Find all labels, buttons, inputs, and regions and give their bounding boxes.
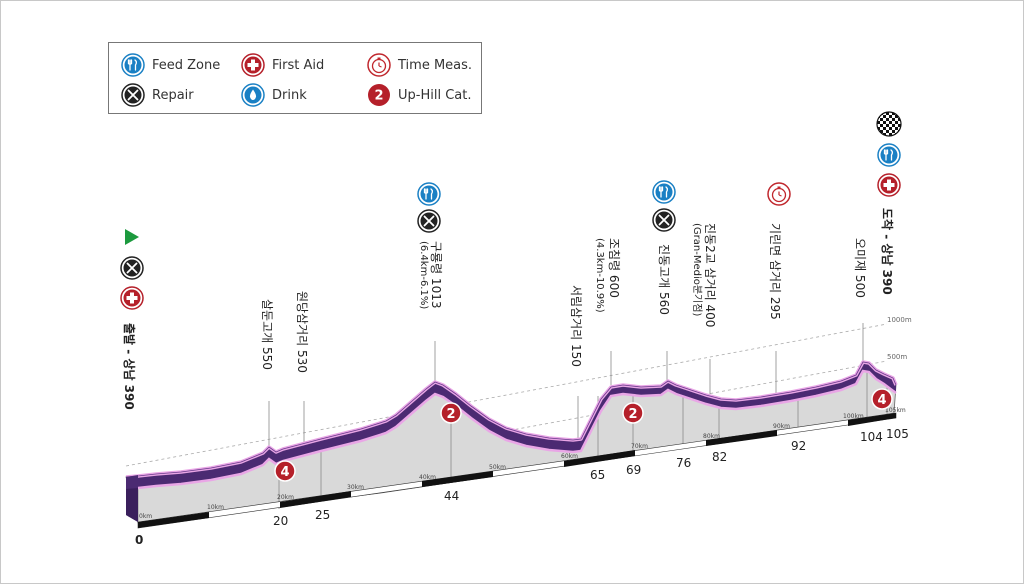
km-tick-0: 0km — [139, 513, 152, 520]
km-marker-104: 104 — [860, 430, 883, 444]
climb-badge-3 — [622, 402, 644, 424]
km-tick-80: 80km — [703, 433, 720, 440]
feed-zone-icon — [652, 180, 676, 204]
km-marker-82: 82 — [712, 450, 727, 464]
legend-time-meas-label: Time Meas. — [398, 57, 473, 73]
stopwatch-icon — [767, 182, 791, 206]
waypoint-w5-label: 조침령 600 — [607, 238, 621, 298]
feed-zone-icon — [417, 182, 441, 206]
profile-lower-strip — [125, 369, 897, 491]
climb-badge-3-num: 2 — [628, 407, 637, 422]
waypoint-w8-label: 기린면 삼거리 295 — [768, 223, 782, 320]
km-marker-numbers: 0 20 25 44 65 69 76 82 92 104 105 — [135, 427, 909, 547]
scale-label-1000m: 1000m — [887, 316, 912, 324]
km-marker-20: 20 — [273, 514, 288, 528]
scale-label-500m: 500m — [887, 353, 907, 361]
km-distance-bar — [137, 412, 897, 529]
finish-icons — [876, 111, 902, 197]
stopwatch-icon — [367, 53, 391, 77]
legend-time-meas: Time Meas. — [367, 53, 472, 77]
legend-feed-zone: Feed Zone — [121, 53, 220, 77]
climb-badge-2-num: 2 — [446, 407, 455, 422]
legend-drink: Drink — [241, 83, 307, 107]
checkered-flag-icon — [876, 111, 902, 137]
km-tick-50: 50km — [489, 464, 506, 471]
first-aid-icon — [120, 286, 144, 310]
climb-badge-2 — [440, 402, 462, 424]
drink-icon — [241, 83, 265, 107]
km-marker-44: 44 — [444, 489, 459, 503]
legend-box: Feed Zone First Aid Time Meas. — [108, 42, 482, 114]
uphill-category-icon: 2 — [368, 84, 390, 106]
km-tick-90: 90km — [773, 423, 790, 430]
waypoint-w2-label: 원당삼거리 530 — [295, 291, 309, 373]
waypoint-w7-label: 진동2교 삼거리 400 — [703, 223, 717, 327]
waypoint-start-label: 출발 - 상남 390 — [122, 323, 137, 410]
km-tick-100: 100km — [843, 413, 864, 420]
km-tick-70: 70km — [631, 443, 648, 450]
km-marker-69: 69 — [626, 463, 641, 477]
legend-uphill-cat-label: Up-Hill Cat. — [398, 87, 472, 103]
waypoint-finish-label: 도착 - 상남 390 — [880, 208, 895, 295]
legend-repair-label: Repair — [152, 87, 194, 103]
feed-zone-icon — [877, 143, 901, 167]
start-flag-icon — [125, 229, 139, 245]
km-marker-65: 65 — [590, 468, 605, 482]
km-marker-105: 105 — [886, 427, 909, 441]
waypoint-w6-label: 진동고개 560 — [657, 244, 671, 315]
climb-badge-1-num: 4 — [280, 465, 289, 480]
waypoint-w7-sub: (Gran-Medio분기점) — [691, 223, 703, 316]
waypoint-w3-sub: (6.4km-6.1%) — [418, 241, 429, 309]
repair-icon — [121, 83, 145, 107]
km-tick-40: 40km — [419, 474, 436, 481]
waypoint-w4-label: 서림삼거리 150 — [569, 285, 583, 367]
waypoint-w3-label: 구룡령 1013 — [429, 241, 443, 308]
repair-icon — [652, 208, 676, 232]
repair-icon — [120, 256, 144, 280]
legend-first-aid: First Aid — [241, 53, 324, 77]
legend-uphill-number: 2 — [374, 89, 383, 104]
start-icons — [120, 229, 144, 310]
legend-feed-zone-label: Feed Zone — [152, 57, 221, 73]
km-marker-25: 25 — [315, 508, 330, 522]
km-tick-10: 10km — [207, 504, 224, 511]
km-tick-60: 60km — [561, 453, 578, 460]
first-aid-icon — [241, 53, 265, 77]
km-marker-92: 92 — [791, 439, 806, 453]
climb-badges: 4 2 2 4 — [274, 388, 893, 482]
km-marker-0: 0 — [135, 533, 143, 547]
km-tick-labels: 0km 10km 20km 30km 40km 50km 60km 70km 8… — [139, 407, 906, 520]
legend-first-aid-label: First Aid — [272, 57, 325, 73]
legend-drink-label: Drink — [272, 87, 307, 103]
profile-top-edge — [125, 361, 897, 478]
climb-badge-1 — [274, 460, 296, 482]
km-tick-105: 105km — [885, 407, 906, 414]
legend-uphill-cat: 2 Up-Hill Cat. — [367, 83, 471, 107]
km-tick-20: 20km — [277, 494, 294, 501]
climb-badge-4-num: 4 — [877, 393, 886, 408]
repair-icon — [417, 209, 441, 233]
feed-zone-icon — [121, 53, 145, 77]
km-tick-30: 30km — [347, 484, 364, 491]
legend-repair: Repair — [121, 83, 194, 107]
waypoint-w9-label: 오미재 500 — [853, 238, 867, 298]
waypoint-w5-sub: (4.3km-10.9%) — [594, 238, 605, 313]
waypoint-w1-label: 살둔고개 550 — [260, 299, 274, 370]
first-aid-icon — [877, 173, 901, 197]
profile-elevation-band — [126, 362, 896, 489]
km-marker-76: 76 — [676, 456, 691, 470]
profile-front-shade — [126, 488, 138, 522]
climb-badge-4 — [871, 388, 893, 410]
